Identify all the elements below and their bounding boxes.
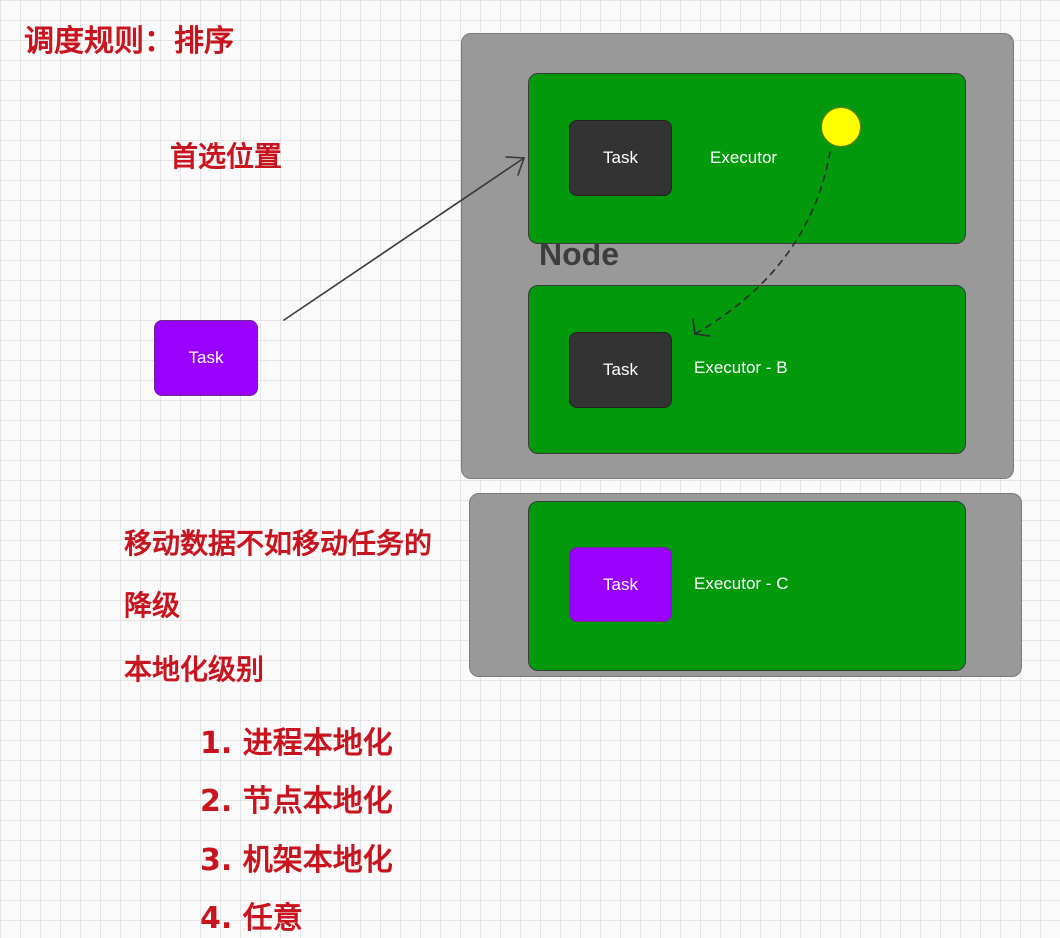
pending-task: Task — [154, 320, 258, 396]
executor-c-box — [528, 501, 966, 671]
locality-level-4: 4. 任意 — [200, 901, 303, 936]
executor-a-label: Executor — [710, 148, 778, 167]
locality-level-1: 1. 进程本地化 — [200, 726, 393, 761]
task-in-executor-c: Task — [569, 547, 672, 622]
note-line-3: 本地化级别 — [124, 653, 265, 686]
data-block-dot — [821, 107, 861, 147]
assign-arrow — [283, 156, 526, 321]
executor-b-label: Executor - B — [694, 358, 788, 377]
locality-level-2: 2. 节点本地化 — [200, 784, 393, 819]
note-line-2: 降级 — [124, 589, 181, 622]
locality-level-3: 3. 机架本地化 — [200, 843, 393, 878]
preferred-location-label: 首选位置 — [170, 140, 283, 173]
task-in-executor-a: Task — [569, 120, 672, 196]
task-in-executor-b: Task — [569, 332, 672, 408]
data-move-arrow — [692, 151, 831, 337]
executor-c-label: Executor - C — [694, 574, 789, 593]
note-line-1: 移动数据不如移动任务的 — [124, 527, 433, 560]
diagram-title: 调度规则：排序 — [24, 24, 234, 59]
